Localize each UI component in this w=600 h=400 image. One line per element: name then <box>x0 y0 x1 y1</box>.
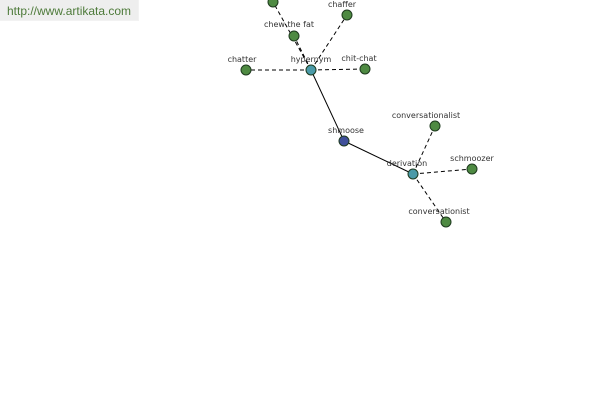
node-label-hypernym: hypernym <box>291 55 332 64</box>
edge-hypernym-chaffer <box>310 14 348 71</box>
node-schmoose[interactable] <box>338 135 350 147</box>
node-chaffer[interactable] <box>341 9 353 21</box>
node-label-conversationist: conversationist <box>408 207 469 216</box>
node-conversationalist[interactable] <box>429 120 441 132</box>
source-url-bar[interactable]: http://www.artikata.com <box>0 0 139 21</box>
graph-labels: shmoose hypernym derivation chatter chew the… <box>228 0 495 216</box>
edge-schmoose-derivation <box>343 140 414 175</box>
node-top-node[interactable] <box>267 0 279 8</box>
node-hypernym[interactable] <box>305 64 317 76</box>
graph-nodes <box>240 0 478 228</box>
edge-hypernym-chit-chat <box>310 68 366 71</box>
node-conversationist[interactable] <box>440 216 452 228</box>
source-url-link[interactable]: http://www.artikata.com <box>7 4 132 18</box>
node-label-chaffer: chaffer <box>328 0 357 9</box>
graph-edges <box>246 1 473 223</box>
edge-hypernym-chew-the-fat <box>293 35 312 71</box>
node-chew-the-fat[interactable] <box>288 30 300 42</box>
node-label-chew-the-fat: chew the fat <box>264 20 314 29</box>
node-label-conversationalist: conversationalist <box>392 111 460 120</box>
edge-derivation-conversationalist <box>412 125 436 175</box>
node-chit-chat[interactable] <box>359 63 371 75</box>
node-chatter[interactable] <box>240 64 252 76</box>
node-label-schmoozer: schmoozer <box>450 154 494 163</box>
node-label-chit-chat: chit-chat <box>341 54 376 63</box>
node-derivation[interactable] <box>407 168 419 180</box>
node-label-chatter: chatter <box>228 55 258 64</box>
node-label-schmoose: shmoose <box>328 126 364 135</box>
node-schmoozer[interactable] <box>466 163 478 175</box>
edge-derivation-conversationist <box>412 173 447 223</box>
edge-schmoose-hypernym <box>310 69 345 142</box>
edge-derivation-schmoozer <box>412 168 473 175</box>
node-label-derivation: derivation <box>387 159 427 168</box>
